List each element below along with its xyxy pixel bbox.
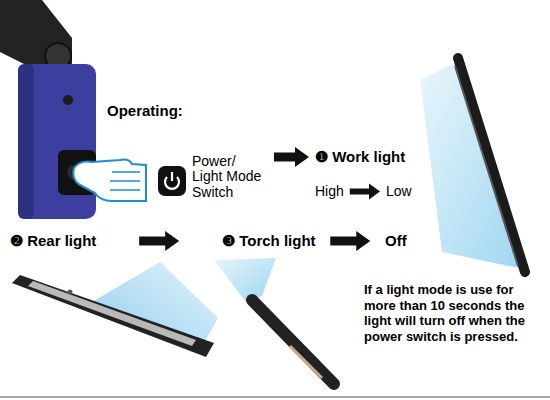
brightness-level: Low [386,183,412,200]
pointing-hand [73,160,146,202]
rear-light-figure [12,262,218,357]
node-text: Off [385,232,407,250]
flow-arrow [274,147,309,167]
switch-label: Power/ Light Mode Switch [192,154,268,200]
work-light-figure [420,58,525,272]
node-text: ❸ Torch light [222,232,316,250]
torch-light-figure [214,258,334,384]
node-text: Power/ Light Mode Switch [192,154,268,200]
power-icon [158,166,186,196]
section-heading: Operating: [107,102,183,120]
node-text: High [315,183,344,200]
node-text: ❶ Work light [315,148,405,166]
mode-step: ❷ Rear light [10,232,96,250]
mode-step: Off [385,232,407,250]
flow-arrow [139,231,179,251]
footer-rule [0,396,550,398]
node-text: Low [386,183,412,200]
node-text: ❷ Rear light [10,232,96,250]
usage-note: If a light mode is use for more than 10 … [364,282,542,344]
brightness-level: High [315,183,344,200]
mode-step: ❸ Torch light [222,232,316,250]
mode-step: ❶ Work light [315,148,405,166]
flow-arrow [330,231,370,251]
flow-arrow [350,183,380,199]
